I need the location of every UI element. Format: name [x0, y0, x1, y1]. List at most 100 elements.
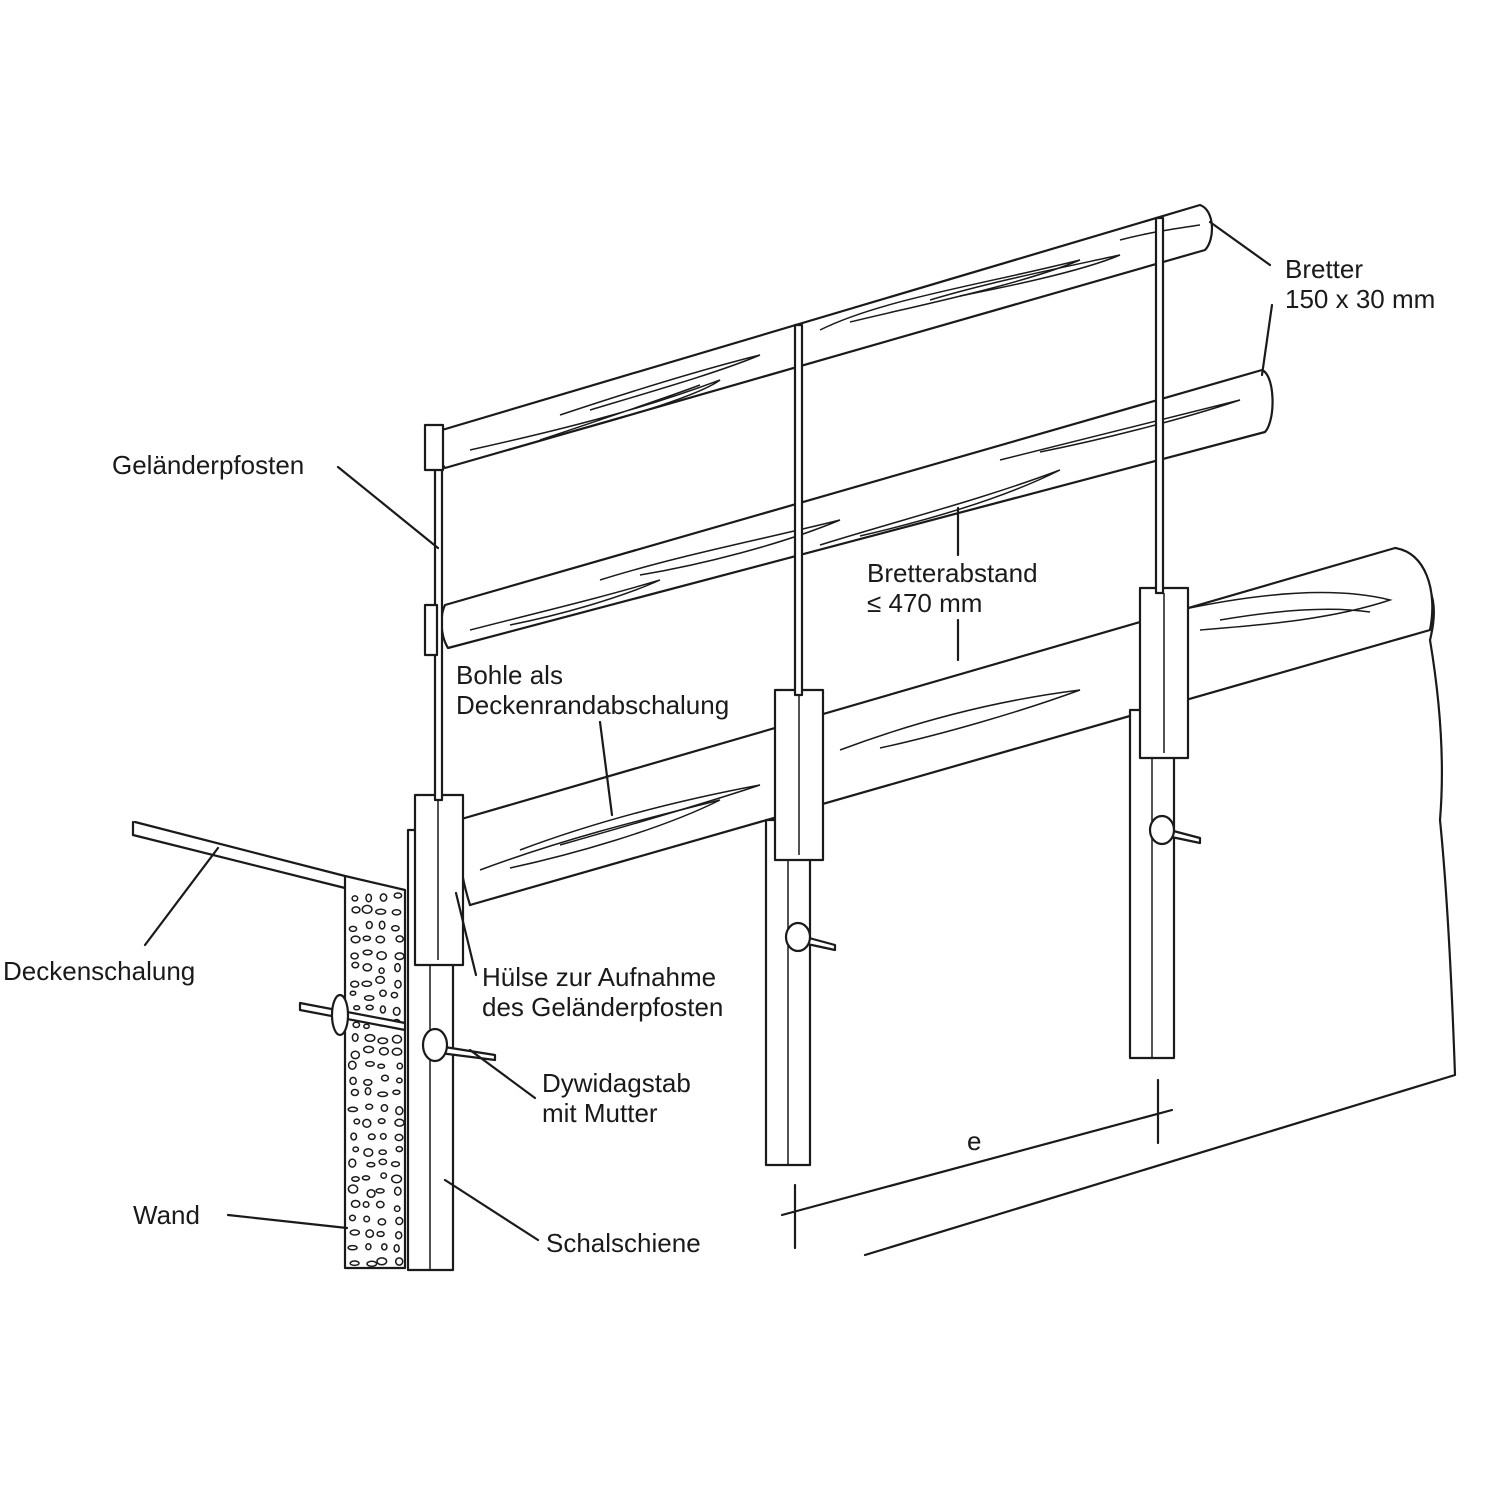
label-dywidag-line2: mit Mutter — [542, 1098, 658, 1128]
aggregate-pebble — [365, 1229, 375, 1239]
aggregate-pebble — [390, 1174, 403, 1184]
label-bretter-line1: Bretter — [1285, 254, 1364, 284]
aggregate-pebble — [363, 1147, 374, 1158]
aggregate-pebble — [378, 967, 385, 975]
leader-lines — [143, 220, 1274, 1242]
aggregate-pebble — [379, 989, 387, 998]
aggregate-pebble — [395, 1077, 403, 1084]
aggregate-pebble — [363, 1215, 371, 1223]
aggregate-pebble — [348, 1214, 357, 1222]
aggregate-pebble — [347, 1244, 358, 1251]
aggregate-pebble — [349, 1076, 357, 1086]
aggregate-pebble — [351, 906, 361, 914]
aggregate-pebble — [390, 991, 399, 999]
aggregate-pebble — [362, 1201, 370, 1208]
aggregate-pebble — [377, 1037, 389, 1045]
aggregate-pebble — [376, 1257, 388, 1266]
label-huelse-line1: Hülse zur Aufnahme — [482, 962, 717, 992]
aggregate-pebble — [395, 935, 405, 943]
label-bretter-line2: 150 x 30 mm — [1285, 284, 1436, 314]
dywidag-rod — [298, 993, 407, 1037]
aggregate-pebble — [394, 1230, 403, 1240]
aggregate-pebble — [351, 961, 360, 969]
aggregate-pebble — [349, 1229, 361, 1236]
post-middle — [764, 323, 837, 1167]
aggregate-pebble — [361, 904, 373, 914]
aggregate-pebble — [394, 1133, 404, 1142]
aggregate-pebble — [377, 1118, 386, 1125]
aggregate-pebble — [361, 980, 373, 988]
label-bretterabstand: Bretterabstand ≤ 470 mm — [867, 558, 1038, 618]
aggregate-pebble — [376, 1230, 385, 1238]
aggregate-pebble — [377, 1063, 386, 1069]
aggregate-pebble — [352, 1021, 361, 1029]
label-bohle: Bohle als Deckenrandabschalung — [456, 660, 729, 720]
label-wand: Wand — [133, 1200, 200, 1230]
aggregate-pebble — [375, 935, 386, 944]
aggregate-pebble — [365, 1004, 374, 1011]
aggregate-pebble — [365, 1060, 375, 1067]
aggregate-pebble — [351, 1032, 359, 1043]
aggregate-pebble — [393, 1243, 400, 1253]
aggregate-pebble — [379, 893, 388, 902]
aggregate-pebble — [363, 1023, 370, 1030]
aggregate-pebble — [375, 908, 387, 915]
aggregate-pebble — [349, 990, 357, 996]
spacing-dimension — [780, 1078, 1174, 1250]
aggregate-pebble — [392, 1006, 401, 1017]
aggregate-pebble — [362, 935, 372, 942]
aggregate-pebble — [347, 1060, 357, 1070]
label-huelse-line2: des Geländerpfosten — [482, 992, 724, 1022]
aggregate-pebble — [347, 1106, 359, 1113]
aggregate-pebble — [395, 1145, 404, 1153]
aggregate-pebble — [378, 1149, 388, 1156]
aggregate-pebble — [348, 925, 358, 933]
aggregate-pebble — [380, 1172, 388, 1179]
aggregate-pebble — [350, 1199, 361, 1209]
aggregate-pebble — [375, 1188, 385, 1194]
label-gelaenderpfosten: Geländerpfosten — [112, 450, 305, 480]
aggregate-pebble — [394, 1257, 404, 1266]
label-schalschiene: Schalschiene — [546, 1228, 701, 1258]
aggregate-pebble — [390, 1160, 401, 1168]
aggregate-pebble — [394, 952, 405, 961]
aggregate-pebble — [364, 1086, 372, 1096]
aggregate-pebble — [350, 1132, 358, 1141]
label-bohle-line1: Bohle als — [456, 660, 563, 690]
label-deckenschalung: Deckenschalung — [3, 956, 196, 986]
aggregate-pebble — [392, 1089, 401, 1096]
label-spacing-e: e — [967, 1126, 982, 1156]
aggregate-pebble — [378, 1158, 388, 1166]
label-bohle-line2: Deckenrandabschalung — [456, 690, 730, 720]
aggregate-pebble — [367, 1133, 376, 1141]
aggregate-pebble — [363, 1078, 373, 1086]
aggregate-pebble — [362, 1118, 372, 1128]
label-bretterabstand-line2: ≤ 470 mm — [867, 588, 983, 618]
wall — [343, 874, 407, 1270]
aggregate-pebble — [351, 1176, 360, 1182]
aggregate-pebble — [361, 1175, 371, 1181]
aggregate-pebble — [394, 962, 401, 973]
aggregate-pebble — [350, 935, 361, 944]
aggregate-pebble — [378, 920, 386, 930]
aggregate-pebble — [353, 1005, 361, 1011]
aggregate-pebble — [348, 1158, 357, 1168]
aggregate-pebble — [394, 1118, 405, 1127]
aggregate-pebble — [362, 949, 373, 956]
aggregate-pebble — [393, 1205, 401, 1213]
aggregate-pebble — [349, 1260, 360, 1267]
aggregate-pebble — [365, 893, 373, 903]
aggregate-pebble — [391, 1047, 403, 1056]
aggregate-pebble — [378, 1046, 390, 1056]
aggregate-pebble — [364, 1033, 376, 1043]
aggregate-pebble — [366, 1188, 376, 1199]
label-dywidag: Dywidagstab mit Mutter — [542, 1068, 691, 1128]
aggregate-pebble — [349, 980, 360, 988]
aggregate-pebble — [362, 1045, 375, 1054]
aggregate-pebble — [375, 975, 386, 985]
aggregate-pebble — [375, 1200, 385, 1209]
aggregate-pebble — [393, 1186, 402, 1196]
aggregate-pebble — [380, 1074, 390, 1082]
aggregate-pebble — [365, 920, 373, 930]
